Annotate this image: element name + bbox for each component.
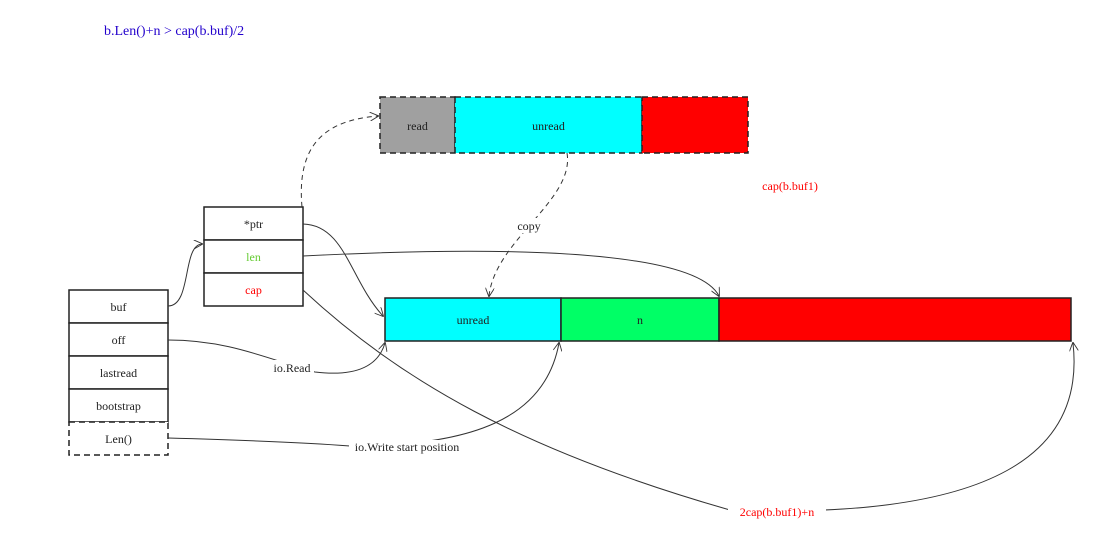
arrow-len-to-n-end <box>302 250 719 296</box>
slice-len-label: len <box>246 250 261 264</box>
new-unread-label: unread <box>457 313 490 327</box>
slice-ptr <box>203 206 304 241</box>
field-off-label: off <box>112 333 126 347</box>
arrow-buf-to-slice <box>167 244 202 307</box>
new-n-segment <box>560 297 720 342</box>
new-n-label: n <box>637 313 643 327</box>
new-buffer: unread n <box>384 297 1072 342</box>
io-write-label: io.Write start position <box>355 440 460 454</box>
old-unread-label: unread <box>532 119 565 133</box>
arrow-len-io-write <box>167 343 559 447</box>
field-bootstrap-label: bootstrap <box>96 399 141 413</box>
field-buf-label: buf <box>111 300 127 314</box>
buffer-struct: buf off lastread bootstrap Len() <box>68 289 169 456</box>
arrow-ptr-to-old-buffer <box>300 116 378 208</box>
new-free-segment <box>718 297 1072 342</box>
arrow-ptr-to-new-buffer <box>302 223 383 316</box>
slice-cap <box>203 272 304 307</box>
field-lastread-label: lastread <box>100 366 137 380</box>
old-read-segment <box>379 96 456 154</box>
diagram-title: b.Len()+n > cap(b.buf)/2 <box>104 24 244 39</box>
new-cap-label: 2cap(b.buf1)+n <box>740 505 814 519</box>
copy-label: copy <box>517 219 540 233</box>
field-off <box>68 322 169 357</box>
method-len-label: Len() <box>105 432 132 446</box>
old-free-segment <box>641 96 749 154</box>
slice-cap-label: cap <box>245 283 262 297</box>
old-cap-label: cap(b.buf1) <box>762 179 818 193</box>
old-buffer: read unread <box>379 96 749 154</box>
io-read-label: io.Read <box>274 361 311 375</box>
old-read-label: read <box>407 119 428 133</box>
field-buf <box>68 289 169 324</box>
field-bootstrap <box>68 388 169 423</box>
slice-ptr-label: *ptr <box>244 217 263 231</box>
slice-header: *ptr len cap <box>203 206 304 307</box>
arrow-copy <box>489 152 568 296</box>
